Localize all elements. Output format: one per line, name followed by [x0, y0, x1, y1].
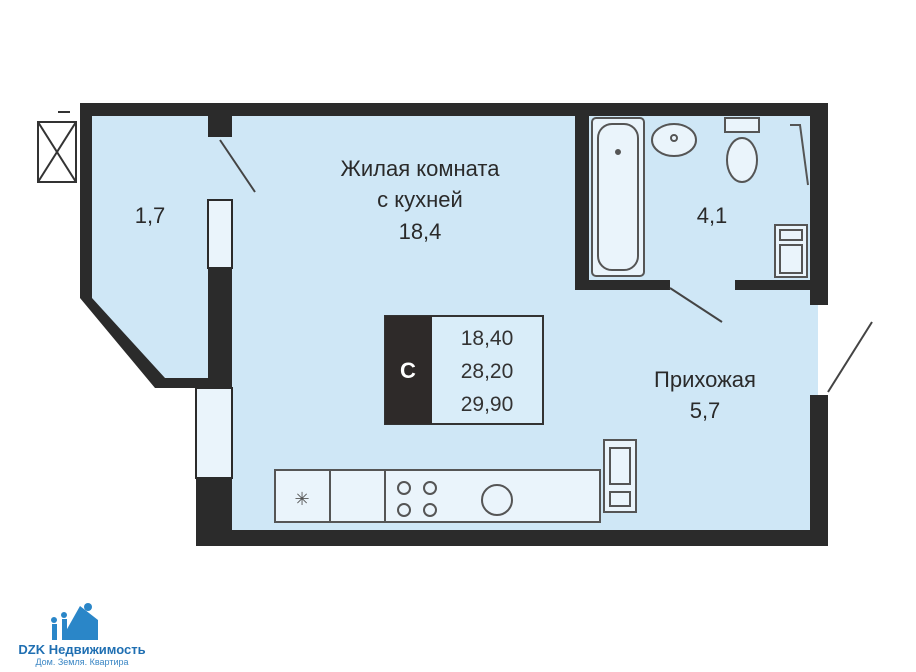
washer-icon [774, 224, 808, 278]
wall-bath-bottom-b [735, 280, 815, 290]
wall-bath-left [575, 115, 589, 290]
summary-living-area: 18,40 [461, 327, 514, 350]
kitchen-counter [274, 469, 601, 523]
summary-type-bg [385, 316, 432, 424]
shelf-icon [790, 124, 809, 186]
cabinet-icon [603, 439, 637, 513]
living-room-area: 18,4 [399, 219, 442, 244]
balcony-area: 1,7 [135, 203, 166, 228]
balcony-floor [92, 115, 208, 385]
hallway-title: Прихожая [654, 367, 756, 392]
fridge-snowflake-icon: ✳ [294, 489, 309, 509]
logo-tagline: Дом. Земля. Квартира [35, 657, 129, 667]
ac-unit-icon [37, 111, 77, 183]
wall-bottom [196, 530, 828, 546]
hallway-area: 5,7 [690, 398, 721, 423]
balcony-door [219, 139, 256, 193]
summary-type-letter: C [400, 358, 416, 383]
summary-total-area: 28,20 [461, 360, 514, 383]
wall-top [80, 103, 828, 116]
summary-total-with-balcony: 29,90 [461, 393, 514, 416]
wall-balcony-left [80, 103, 92, 298]
wall-mid-left [208, 268, 232, 388]
wall-right-lower [810, 395, 828, 546]
kitchen-sink-icon [481, 484, 513, 516]
wall-pillar [208, 115, 232, 137]
bathroom-area: 4,1 [697, 203, 728, 228]
logo-house-icon [51, 603, 98, 640]
window-upper [207, 199, 233, 269]
bathroom-door [669, 287, 723, 323]
entrance-door [827, 321, 873, 393]
living-room-title-2: с кухней [377, 187, 463, 212]
window-lower [195, 387, 233, 479]
living-room-title-1: Жилая комната [341, 156, 501, 181]
bathtub-icon [591, 117, 645, 277]
toilet-icon [724, 117, 760, 183]
wall-balcony-diag [80, 298, 208, 388]
wall-bath-bottom-a [575, 280, 670, 290]
wall-right-upper [810, 103, 828, 305]
logo-name: DZK Недвижимость [18, 642, 146, 657]
sink-icon [651, 123, 697, 157]
stove-icon [397, 481, 437, 517]
logo: DZK Недвижимость Дом. Земля. Квартира [2, 600, 162, 667]
